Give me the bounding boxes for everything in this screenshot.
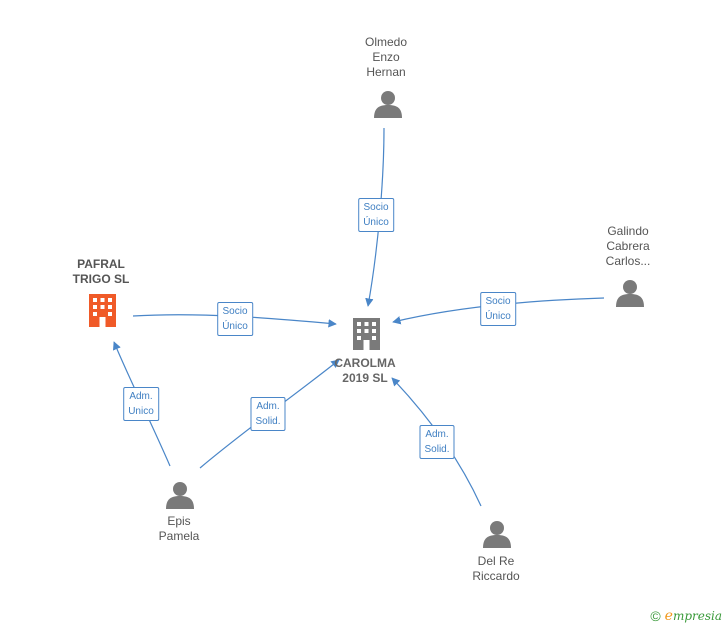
node-label-line: CAROLMA (334, 356, 396, 370)
edge-label-line: Único (485, 311, 511, 322)
edge-label-line: Unico (128, 406, 154, 417)
edge-label-line: Socio (363, 202, 389, 213)
person-icon (374, 91, 402, 118)
node-label-line: Epis (167, 514, 191, 528)
brand-logo: empresia (665, 608, 722, 624)
copyright-symbol: © (650, 608, 661, 624)
edge-label-delre-carolma: Adm. Solid. (419, 425, 455, 459)
node-label-line: Del Re (477, 554, 515, 568)
person-icon (616, 280, 644, 307)
node-delre-label[interactable]: Del Re Riccardo (472, 554, 519, 584)
edge-label-line: Solid. (255, 416, 281, 427)
node-label-line: Pamela (158, 529, 200, 543)
node-olmedo-label[interactable]: Olmedo Enzo Hernan (365, 35, 407, 80)
node-label-line: Enzo (372, 50, 400, 64)
person-icon (483, 521, 511, 548)
node-label-line: Riccardo (472, 569, 520, 583)
edge-label-line: Adm. (129, 391, 153, 402)
node-label-line: Galindo (607, 224, 649, 238)
edge-label-galindo-carolma: Socio Único (480, 292, 516, 326)
node-label-line: Cabrera (606, 239, 650, 253)
edge-label-olmedo-carolma: Socio Único (358, 198, 394, 232)
node-pafral-label[interactable]: PAFRAL TRIGO SL (73, 257, 130, 287)
edge-label-line: Socio (222, 306, 248, 317)
edge-label-epis-pafral: Adm. Unico (123, 387, 159, 421)
edge-label-line: Adm. (425, 429, 449, 440)
building-icon (89, 294, 116, 327)
node-label-line: Olmedo (364, 35, 408, 49)
building-icon (353, 318, 380, 350)
person-icon (166, 482, 194, 509)
node-epis-label[interactable]: Epis Pamela (159, 514, 200, 544)
edge-label-line: Único (363, 217, 389, 228)
edge-label-line: Solid. (424, 444, 450, 455)
node-label-line: PAFRAL (77, 257, 125, 271)
node-label-line: 2019 SL (342, 371, 388, 385)
node-label-line: Hernan (366, 65, 406, 79)
node-carolma-label[interactable]: CAROLMA 2019 SL (334, 356, 395, 386)
footer-brand[interactable]: © empresia (650, 608, 722, 624)
edge-label-line: Socio (485, 296, 511, 307)
node-label-line: Carlos... (605, 254, 651, 268)
edge-label-epis-carolma: Adm. Solid. (250, 397, 286, 431)
node-label-line: TRIGO SL (72, 272, 130, 286)
brand-name: mpresia (672, 609, 722, 623)
node-galindo-label[interactable]: Galindo Cabrera Carlos... (606, 224, 651, 269)
edge-label-line: Adm. (256, 401, 280, 412)
edge-label-line: Único (222, 321, 248, 332)
brand-initial: e (664, 608, 673, 624)
edge-label-pafral-carolma: Socio Único (217, 302, 253, 336)
